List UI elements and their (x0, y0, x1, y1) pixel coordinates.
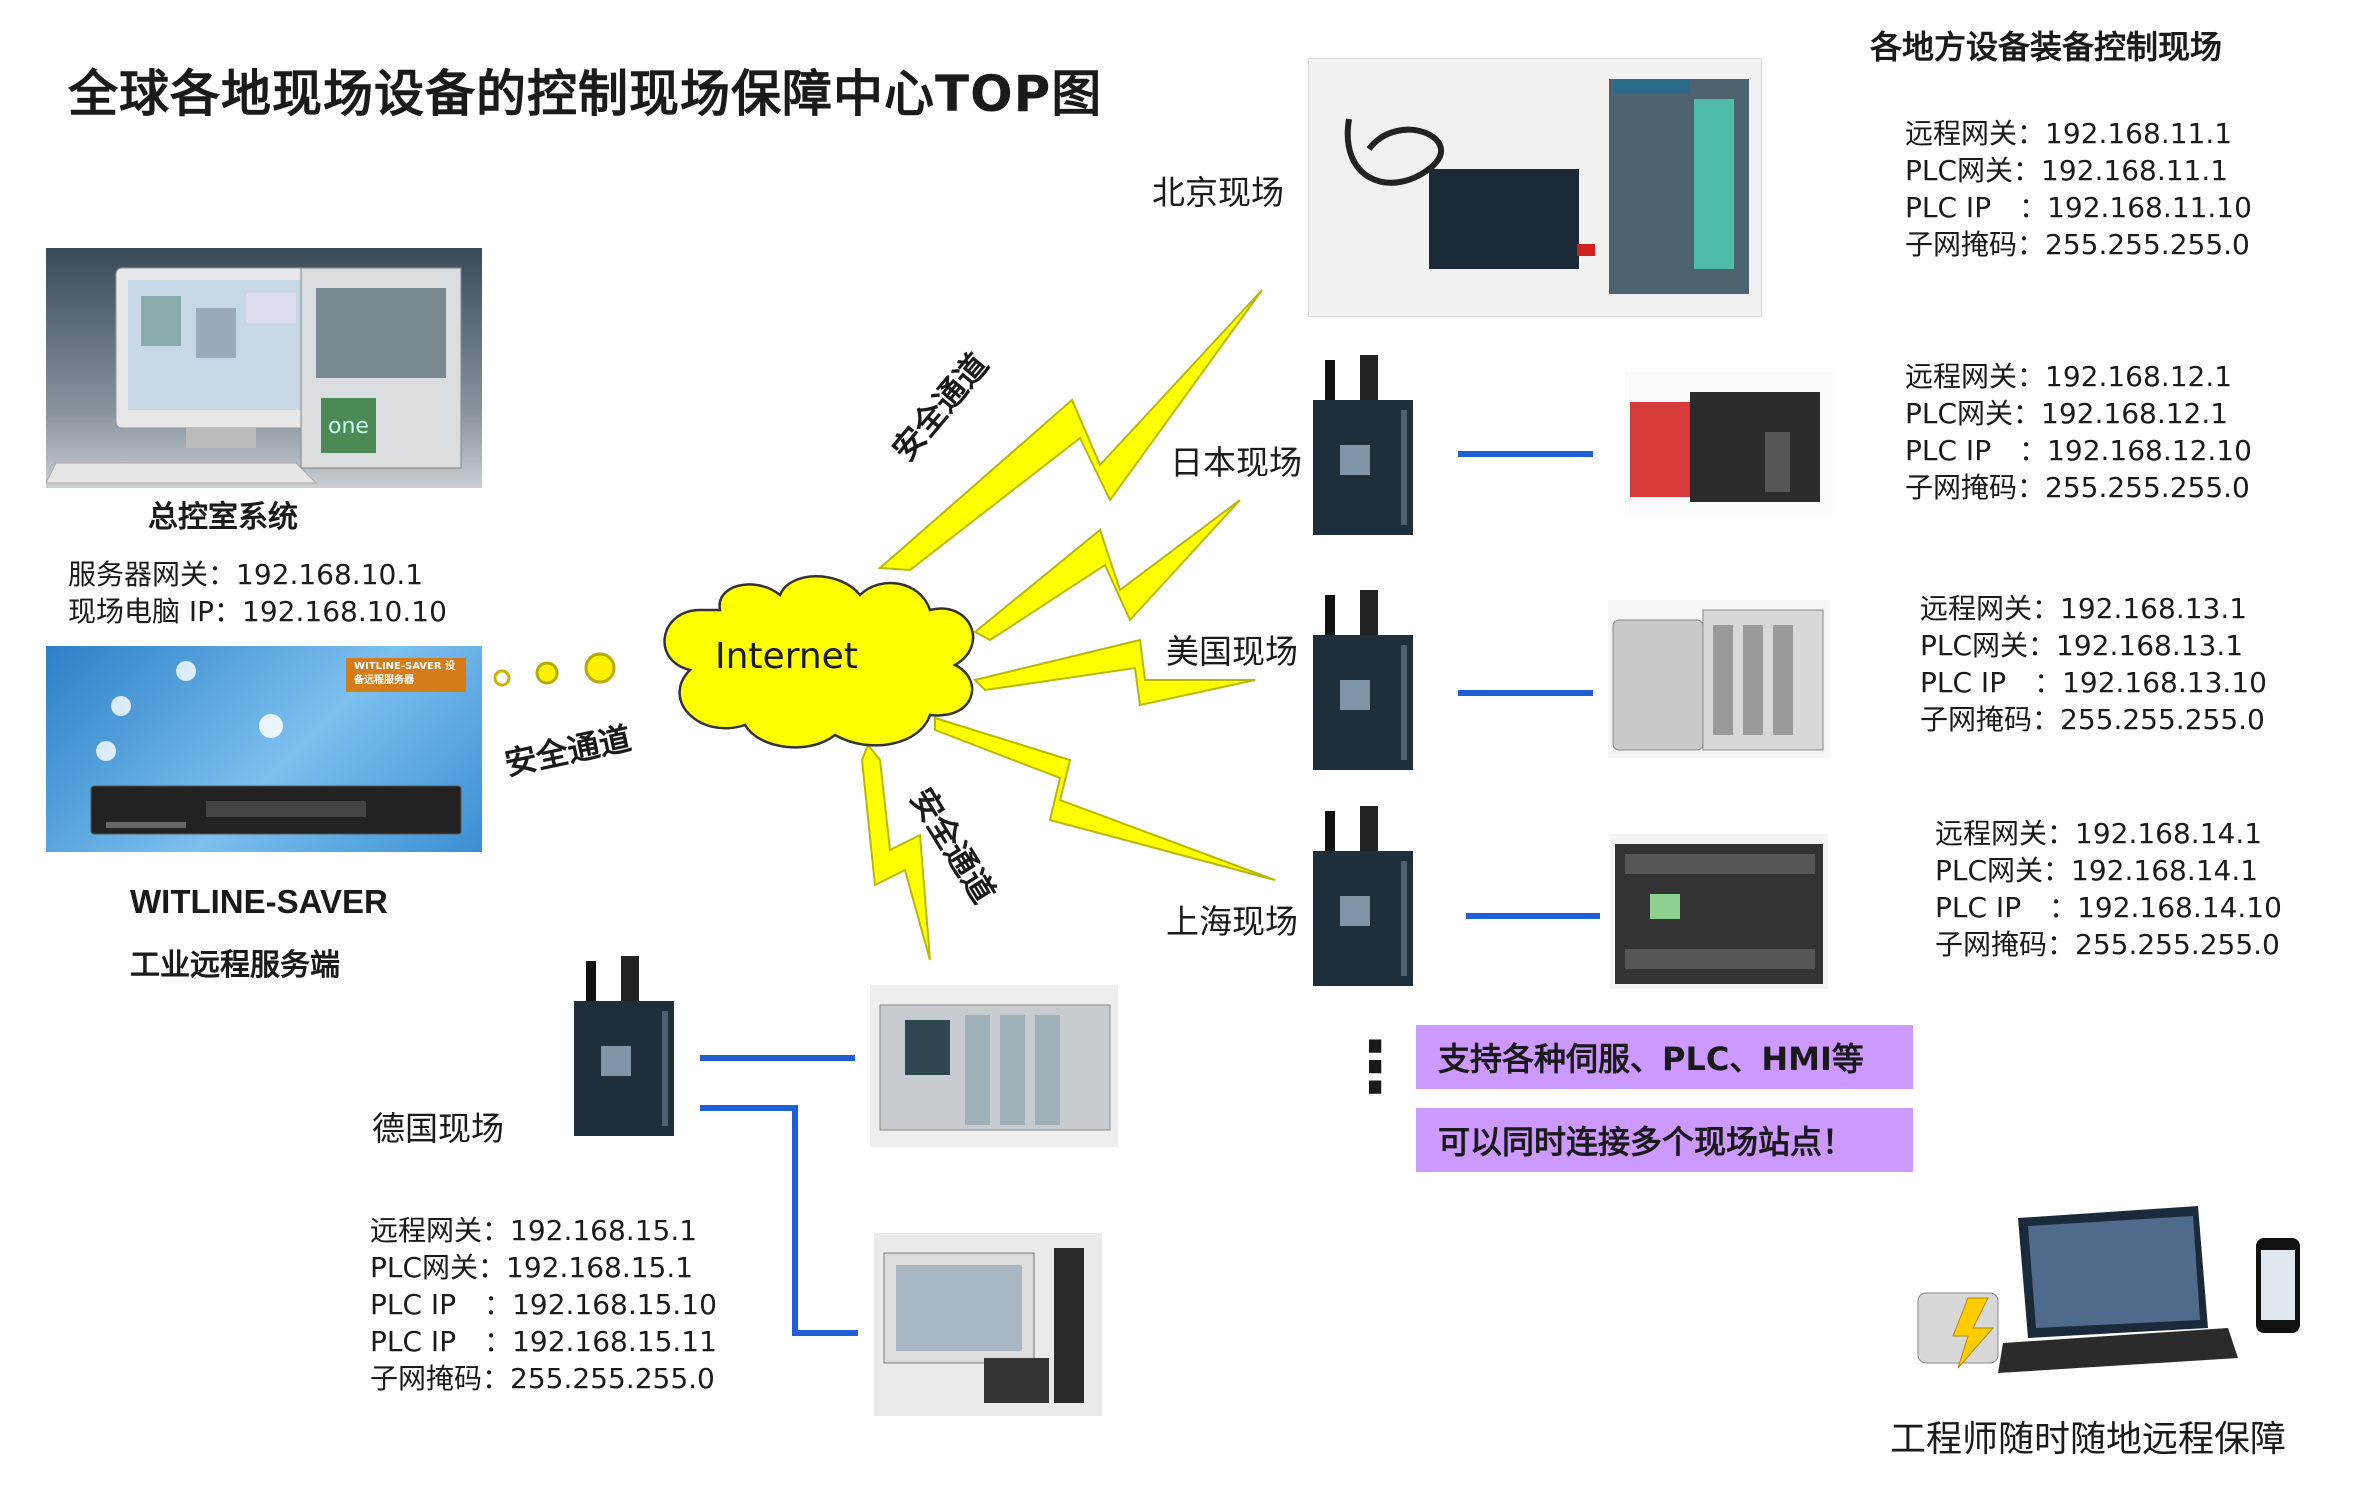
gateway-device-icon (1313, 806, 1413, 986)
usa-plc-illustration (1612, 609, 1824, 751)
site-germany-info: 远程网关：192.168.15.1 PLC网关：192.168.15.1 PLC… (370, 1212, 717, 1397)
site-beijing-subnet: 子网掩码：255.255.255.0 (1905, 228, 2250, 261)
gateway-device-icon (574, 956, 674, 1136)
svg-text:one: one (328, 414, 369, 439)
site-usa-plc-ip: PLC IP ：192.168.13.10 (1920, 666, 2267, 699)
gateway-device-icon (1313, 355, 1413, 535)
signal-dot-medium (535, 661, 559, 685)
site-japan-subnet: 子网掩码：255.255.255.0 (1905, 471, 2250, 504)
shanghai-gateway-device (1305, 806, 1425, 991)
engineer-devices-illustration (1917, 1206, 2300, 1373)
gateway-device-icon (1313, 590, 1413, 770)
more-sites-ellipsis: ⋮ (1340, 1026, 1410, 1108)
server-name: WITLINE-SAVER (130, 883, 388, 920)
site-shanghai-info: 远程网关：192.168.14.1 PLC网关：192.168.14.1 PLC… (1935, 815, 2282, 963)
server-illustration (90, 658, 466, 835)
site-japan-info: 远程网关：192.168.12.1 PLC网关：192.168.12.1 PLC… (1905, 358, 2252, 506)
site-shanghai-plc-ip: PLC IP ：192.168.14.10 (1935, 891, 2282, 924)
site-germany-subnet: 子网掩码：255.255.255.0 (370, 1362, 715, 1395)
site-germany-plc-ip-1: PLC IP ：192.168.15.10 (370, 1288, 717, 1321)
site-germany-remote-gateway: 远程网关：192.168.15.1 (370, 1214, 698, 1247)
site-germany-name: 德国现场 (372, 1109, 504, 1148)
engineer-devices (1908, 1198, 2308, 1383)
germany-hmi-photo (874, 1233, 1102, 1416)
internet-cloud (663, 575, 975, 749)
site-shanghai-remote-gateway: 远程网关：192.168.14.1 (1935, 817, 2263, 850)
control-room-illustration: one (46, 267, 462, 484)
beijing-illustration (1344, 79, 1749, 294)
engineer-caption: 工程师随时随地远程保障 (1890, 1419, 2287, 1460)
site-germany-plc-gateway: PLC网关：192.168.15.1 (370, 1251, 694, 1284)
bolt-germany (860, 743, 931, 961)
control-room-server-gateway: 服务器网关：192.168.10.1 (68, 558, 424, 591)
control-room-photo: one (46, 248, 482, 488)
shanghai-plc-illustration (1615, 844, 1823, 984)
site-shanghai-plc-gateway: PLC网关：192.168.14.1 (1935, 854, 2259, 887)
site-beijing-plc-gateway: PLC网关：192.168.11.1 (1905, 154, 2229, 187)
banner-multi-site: 可以同时连接多个现场站点！ (1416, 1108, 1913, 1172)
bolt-japan (973, 499, 1241, 642)
shanghai-plc-photo (1610, 834, 1828, 989)
control-room-pc-ip: 现场电脑 IP：192.168.10.10 (68, 595, 447, 628)
beijing-photo (1308, 58, 1762, 317)
site-shanghai-subnet: 子网掩码：255.255.255.0 (1935, 928, 2280, 961)
usa-gateway-device (1305, 590, 1425, 775)
site-germany-plc-ip-2: PLC IP ：192.168.15.11 (370, 1325, 717, 1358)
site-japan-plc-ip: PLC IP ：192.168.12.10 (1905, 434, 2252, 467)
site-japan-name: 日本现场 (1170, 443, 1302, 482)
japan-plc-photo (1625, 372, 1833, 514)
site-beijing-plc-ip: PLC IP ：192.168.11.10 (1905, 191, 2252, 224)
banner-support-devices: 支持各种伺服、PLC、HMI等 (1416, 1025, 1913, 1089)
site-usa-remote-gateway: 远程网关：192.168.13.1 (1920, 592, 2248, 625)
bolt-beijing (877, 289, 1263, 572)
bolt-shanghai (934, 716, 1276, 881)
site-beijing-info: 远程网关：192.168.11.1 PLC网关：192.168.11.1 PLC… (1905, 115, 2252, 263)
signal-dot-large (584, 652, 616, 684)
control-room-label: 总控室系统 (148, 500, 298, 535)
link-germany-hmi (700, 1105, 858, 1336)
germany-plc-photo (870, 985, 1118, 1147)
site-beijing-name: 北京现场 (1152, 173, 1284, 212)
signal-dot-small (493, 669, 511, 687)
germany-hmi-illustration (883, 1248, 1084, 1403)
server-subtitle: 工业远程服务端 (130, 948, 340, 983)
site-usa-info: 远程网关：192.168.13.1 PLC网关：192.168.13.1 PLC… (1920, 590, 2267, 738)
right-header: 各地方设备装备控制现场 (1870, 28, 2223, 66)
page-title: 全球各地现场设备的控制现场保障中心TOP图 (68, 65, 1103, 123)
internet-label: Internet (715, 636, 858, 677)
japan-plc-illustration (1630, 392, 1820, 502)
server-screen-text: WITLINE-SAVER 设备远程服务器 (354, 661, 456, 686)
site-shanghai-name: 上海现场 (1166, 902, 1298, 941)
site-japan-plc-gateway: PLC网关：192.168.12.1 (1905, 397, 2229, 430)
site-usa-subnet: 子网掩码：255.255.255.0 (1920, 703, 2265, 736)
japan-gateway-device (1305, 355, 1425, 540)
germany-gateway-device (566, 956, 686, 1141)
server-photo: WITLINE-SAVER 设备远程服务器 (46, 646, 482, 852)
site-japan-remote-gateway: 远程网关：192.168.12.1 (1905, 360, 2233, 393)
germany-plc-illustration (879, 1004, 1111, 1131)
site-usa-plc-gateway: PLC网关：192.168.13.1 (1920, 629, 2244, 662)
bolt-usa (973, 638, 1256, 707)
site-usa-name: 美国现场 (1166, 632, 1298, 671)
site-beijing-remote-gateway: 远程网关：192.168.11.1 (1905, 117, 2233, 150)
usa-plc-photo (1608, 600, 1830, 758)
